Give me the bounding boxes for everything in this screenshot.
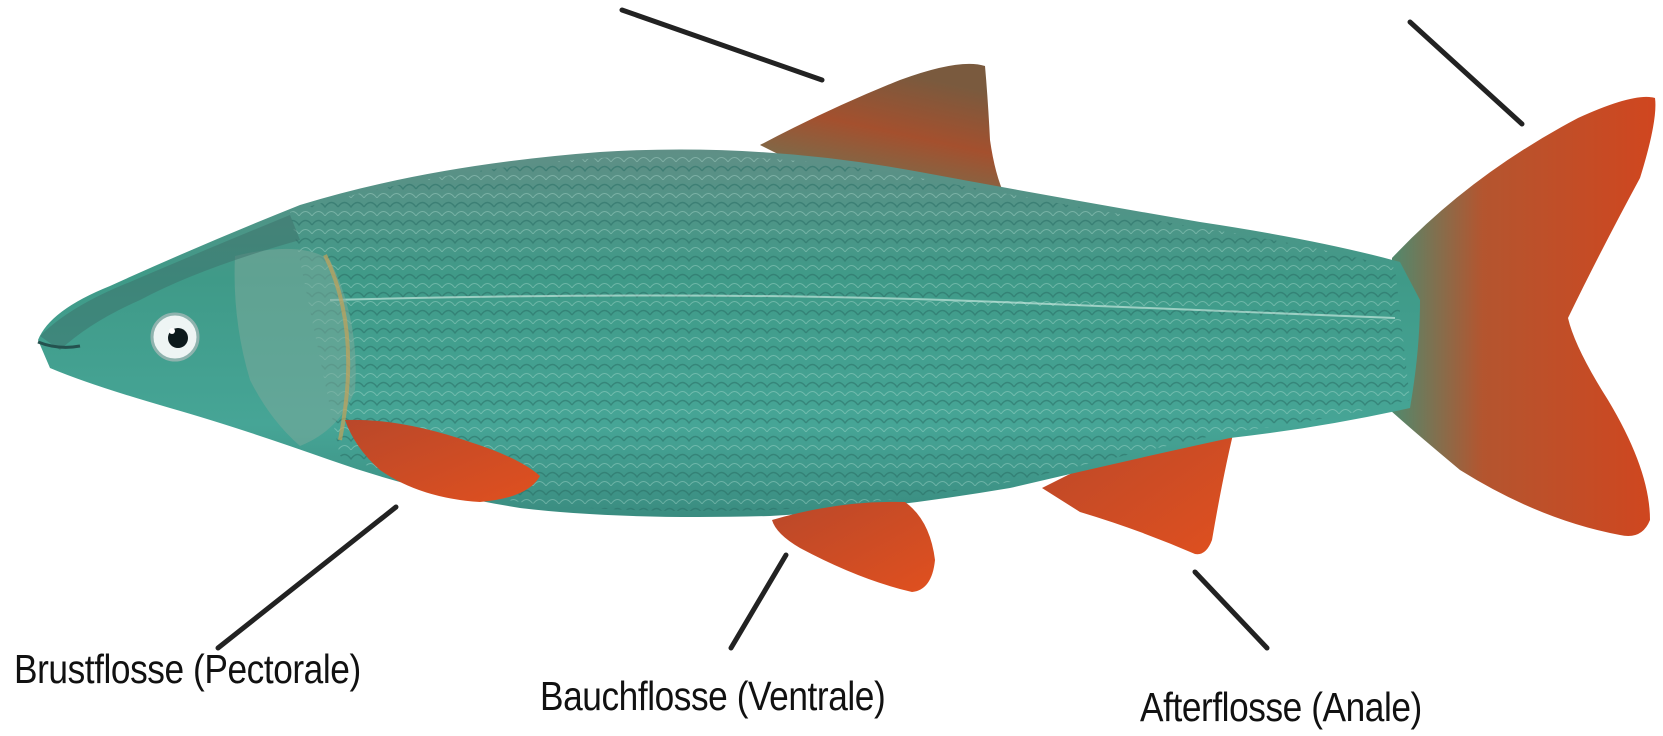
ventral-fin-leader-line (731, 555, 786, 648)
dorsal-fin-leader-line (622, 10, 822, 80)
label-ventral-fin: Bauchflosse (Ventrale) (540, 673, 885, 720)
caudal-fin (1390, 97, 1655, 536)
ventral-fin (772, 502, 935, 592)
pectoral-fin-leader-line (218, 507, 396, 648)
caudal-fin-leader-line (1410, 22, 1522, 124)
label-anal-fin: Afterflosse (Anale) (1140, 684, 1422, 731)
anal-fin-leader-line (1195, 572, 1267, 648)
label-pectoral-fin: Brustflosse (Pectorale) (14, 646, 361, 693)
fish-eye-glint (169, 328, 175, 334)
